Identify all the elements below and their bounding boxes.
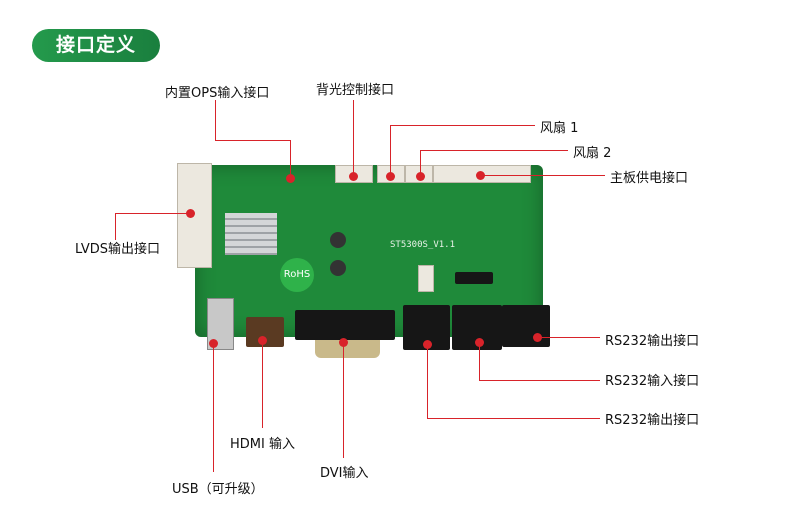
rohs-logo: RoHS	[280, 258, 314, 292]
label-fan-2: 风扇 2	[573, 146, 612, 161]
leader-dot	[286, 174, 295, 183]
capacitor	[330, 232, 346, 248]
leader-line	[479, 342, 480, 380]
leader-dot	[476, 171, 485, 180]
leader-line	[480, 175, 605, 176]
leader-line	[427, 344, 428, 418]
leader-dot	[209, 339, 218, 348]
section-title-badge: 接口定义	[32, 29, 160, 62]
leader-line	[420, 150, 568, 151]
leader-line	[213, 343, 214, 472]
dvi-port	[295, 310, 395, 340]
label-dvi-input: DVI输入	[320, 466, 369, 481]
leader-dot	[349, 172, 358, 181]
leader-line	[427, 418, 600, 419]
leader-line	[353, 100, 354, 175]
heatsink	[225, 213, 277, 255]
label-backlight-control: 背光控制接口	[316, 83, 395, 98]
leader-line	[390, 125, 391, 175]
label-lvds-output: LVDS输出接口	[75, 242, 160, 257]
leader-line	[215, 100, 216, 140]
leader-dot	[386, 172, 395, 181]
label-rs232-input: RS232输入接口	[605, 374, 700, 389]
leader-line	[537, 337, 600, 338]
label-rs232-output-bottom: RS232输出接口	[605, 413, 700, 428]
leader-dot	[339, 338, 348, 347]
rs232-port-3	[502, 305, 550, 347]
leader-line	[262, 340, 263, 428]
leader-line	[343, 342, 344, 458]
leader-line	[115, 213, 190, 214]
chip	[455, 272, 493, 284]
capacitor	[330, 260, 346, 276]
label-fan-1: 风扇 1	[540, 121, 579, 136]
label-power-input: 主板供电接口	[610, 171, 689, 186]
label-ops-input: 内置OPS输入接口	[165, 86, 270, 101]
leader-line	[115, 213, 116, 240]
label-rs232-output-top: RS232输出接口	[605, 334, 700, 349]
leader-line	[390, 125, 535, 126]
small-connector	[418, 265, 434, 292]
dvi-shell	[315, 340, 380, 358]
board-model: ST5300S_V1.1	[390, 240, 456, 250]
leader-dot	[186, 209, 195, 218]
label-usb: USB（可升级）	[172, 482, 264, 497]
leader-dot	[423, 340, 432, 349]
leader-dot	[533, 333, 542, 342]
leader-dot	[475, 338, 484, 347]
leader-line	[290, 140, 291, 178]
label-hdmi-input: HDMI 输入	[230, 437, 295, 452]
leader-dot	[416, 172, 425, 181]
leader-line	[215, 140, 290, 141]
leader-dot	[258, 336, 267, 345]
leader-line	[479, 380, 600, 381]
leader-line	[420, 150, 421, 175]
